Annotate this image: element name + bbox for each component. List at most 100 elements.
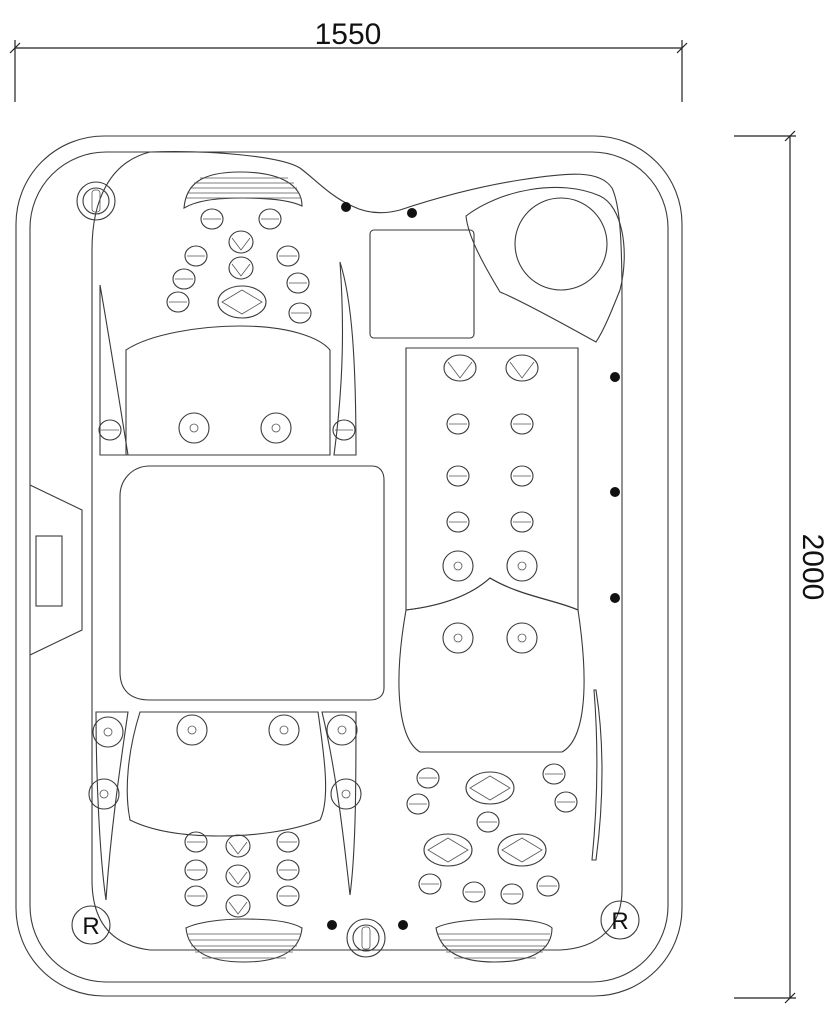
height-label: 2000 xyxy=(796,534,829,601)
small-jet xyxy=(286,272,310,294)
marker-right: R xyxy=(600,900,640,940)
round-jet xyxy=(442,622,474,654)
armrest-bottom-left-a xyxy=(95,711,129,901)
top-left-seat xyxy=(99,171,357,456)
width-dimension: 1550 xyxy=(9,18,688,102)
light-point xyxy=(398,920,408,930)
jets xyxy=(88,208,578,918)
round-jet xyxy=(260,412,292,444)
diamond-jet xyxy=(423,833,473,867)
small-jet xyxy=(332,419,356,441)
round-jet xyxy=(506,550,538,582)
small-jet xyxy=(184,859,208,881)
r-markers: R R xyxy=(71,900,640,945)
height-dimension: 2000 xyxy=(734,130,829,1004)
control-knobs xyxy=(76,181,386,958)
cup-holder xyxy=(514,197,608,291)
footwell-floor xyxy=(119,465,385,701)
v-jets-group xyxy=(225,230,539,918)
round-jet xyxy=(442,550,474,582)
small-jet xyxy=(276,831,300,853)
seat-bottom-left xyxy=(126,711,327,837)
bottom-right-seat xyxy=(435,918,553,963)
round-jet xyxy=(92,716,124,748)
small-jet xyxy=(172,268,196,290)
diamond-jet xyxy=(465,771,515,805)
lounger-seat xyxy=(405,347,579,611)
small-jet xyxy=(418,873,442,895)
headrest-grille-bottom-left xyxy=(188,933,300,959)
small-jet xyxy=(510,511,534,533)
small-jet xyxy=(166,291,190,313)
small-jet xyxy=(446,413,470,435)
headrest-top-left xyxy=(183,171,303,210)
round-jet xyxy=(88,778,120,810)
lounger xyxy=(369,186,625,861)
skimmer-housing xyxy=(29,484,83,656)
round-jet xyxy=(178,412,210,444)
small-jet xyxy=(200,208,224,230)
spa-outline xyxy=(15,135,683,997)
diamond-jet xyxy=(217,285,267,319)
light-point xyxy=(610,487,620,497)
round-jets-group xyxy=(88,412,538,810)
headrest-grille-bottom-right xyxy=(438,933,550,959)
small-jet xyxy=(446,511,470,533)
v-jet xyxy=(228,256,254,280)
marker-left: R xyxy=(71,905,111,945)
small-jet xyxy=(554,791,578,813)
small-jet xyxy=(184,245,208,267)
light-point xyxy=(610,372,620,382)
armrest-top-left-a xyxy=(99,284,129,456)
air-control-knob-top xyxy=(76,181,116,221)
marker-right-label: R xyxy=(611,908,628,935)
small-jet xyxy=(288,302,312,324)
inner-rim xyxy=(29,151,669,983)
armrest-top-left-b xyxy=(333,261,357,456)
seat-top-left xyxy=(125,325,331,456)
small-jet xyxy=(542,763,566,785)
headrest-bottom-right xyxy=(435,918,553,963)
control-box xyxy=(369,229,475,339)
round-jet xyxy=(326,714,358,746)
headrest-grille-top-left xyxy=(186,177,300,199)
round-jet xyxy=(176,714,208,746)
armrest-bottom-left-b xyxy=(321,711,357,896)
small-jet xyxy=(98,419,122,441)
small-jet xyxy=(476,811,500,833)
light-point xyxy=(341,202,351,212)
light-point xyxy=(327,920,337,930)
small-jet xyxy=(184,885,208,907)
bottom-left-seat xyxy=(95,711,357,963)
small-jet xyxy=(276,245,300,267)
round-jet xyxy=(506,622,538,654)
light-point xyxy=(407,208,417,218)
air-control-knob-bottom xyxy=(346,918,386,958)
cup-holder-tray xyxy=(465,186,625,343)
diamond-jets-group xyxy=(217,285,547,867)
lounger-side-rail xyxy=(591,689,603,861)
v-jet xyxy=(228,230,254,254)
light-points xyxy=(327,202,620,930)
small-jet xyxy=(500,883,524,905)
center-footwell xyxy=(119,465,385,701)
skimmer-opening xyxy=(35,535,63,607)
round-jet xyxy=(268,714,300,746)
small-jet xyxy=(510,413,534,435)
small-jet xyxy=(416,767,440,789)
v-jet xyxy=(505,354,539,382)
small-jet xyxy=(184,831,208,853)
v-jet xyxy=(225,864,251,888)
light-point xyxy=(610,593,620,603)
width-label: 1550 xyxy=(315,18,382,51)
v-jet xyxy=(225,894,251,918)
v-jet xyxy=(225,834,251,858)
small-jet xyxy=(446,465,470,487)
small-jet xyxy=(462,881,486,903)
marker-left-label: R xyxy=(82,913,99,940)
inner-tub xyxy=(91,151,623,951)
small-jet xyxy=(536,875,560,897)
small-jets-group xyxy=(98,208,578,907)
small-jet xyxy=(258,208,282,230)
